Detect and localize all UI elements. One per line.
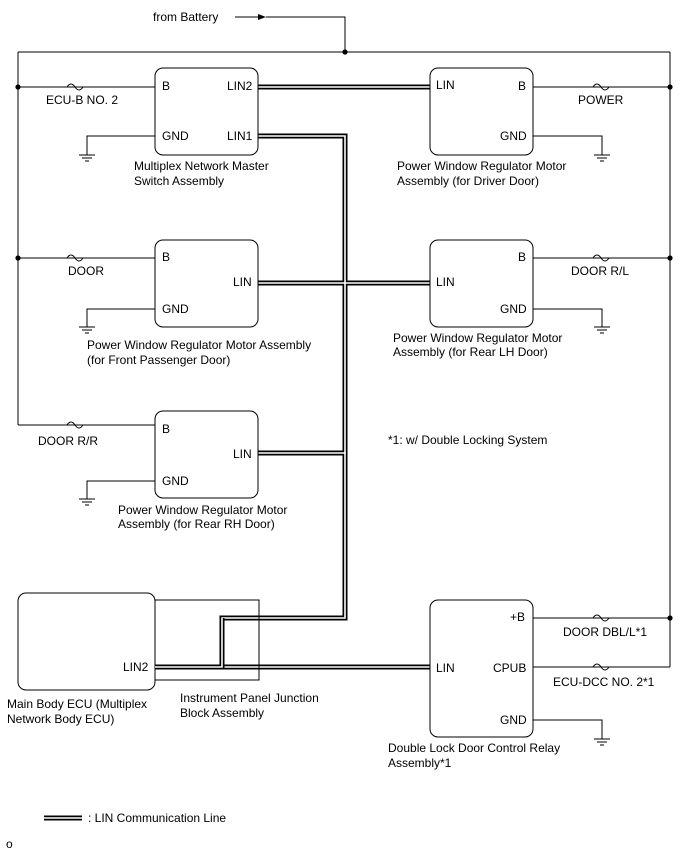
master-gnd-terminal: GND bbox=[162, 129, 189, 143]
front-passenger-motor-box bbox=[154, 239, 259, 328]
rear-lh-gnd-terminal: GND bbox=[500, 302, 527, 316]
rear-rh-lin-terminal: LIN bbox=[233, 447, 252, 461]
rear-rh-gnd-terminal: GND bbox=[162, 474, 189, 488]
fuse-ecub2-icon bbox=[66, 83, 84, 91]
main-body-name-line1: Main Body ECU (Multiplex bbox=[7, 697, 147, 711]
rear-lh-motor-box bbox=[429, 239, 534, 328]
rear-lh-lin-terminal: LIN bbox=[436, 275, 455, 289]
rear-lh-b-terminal: B bbox=[518, 250, 526, 264]
front-passenger-gnd-terminal: GND bbox=[162, 302, 189, 316]
main-body-ecu-box bbox=[17, 592, 156, 691]
junction-name-line2: Block Assembly bbox=[180, 706, 264, 720]
legend-lin-label: : LIN Communication Line bbox=[88, 811, 226, 825]
junction-name-line1: Instrument Panel Junction bbox=[180, 691, 319, 705]
driver-gnd-terminal: GND bbox=[500, 129, 527, 143]
rear-rh-b-terminal: B bbox=[162, 422, 170, 436]
front-passenger-name-line2: (for Front Passenger Door) bbox=[87, 353, 230, 367]
rear-lh-name-line2: Assembly (for Rear LH Door) bbox=[393, 345, 548, 359]
rear-rh-name-line2: Assembly (for Rear RH Door) bbox=[118, 517, 275, 531]
front-passenger-name-line1: Power Window Regulator Motor Assembly bbox=[87, 338, 311, 352]
double-locking-note: *1: w/ Double Locking System bbox=[388, 433, 547, 447]
fuse-door-label: DOOR bbox=[68, 264, 104, 278]
dlcr-lin-terminal: LIN bbox=[436, 661, 455, 675]
rear-lh-name-line1: Power Window Regulator Motor bbox=[393, 331, 562, 345]
footer-code: o bbox=[6, 837, 13, 851]
driver-name-line2: Assembly (for Driver Door) bbox=[397, 174, 539, 188]
fuse-symbols bbox=[66, 83, 610, 671]
fuse-power-label: POWER bbox=[578, 93, 624, 107]
fuse-door-rr-icon bbox=[66, 421, 84, 429]
front-passenger-b-terminal: B bbox=[162, 250, 170, 264]
fuse-door-rl-icon bbox=[592, 254, 610, 262]
master-name-line1: Multiplex Network Master bbox=[134, 159, 269, 173]
fuse-door-rl-label: DOOR R/L bbox=[571, 264, 629, 278]
fuse-door-dbl-label: DOOR DBL/L*1 bbox=[563, 625, 647, 639]
master-switch-box bbox=[154, 67, 259, 156]
driver-b-terminal: B bbox=[518, 79, 526, 93]
fuse-power-icon bbox=[592, 83, 610, 91]
dlcr-name-line1: Double Lock Door Control Relay bbox=[388, 741, 560, 755]
fuse-door-dbl-icon bbox=[592, 614, 610, 622]
master-lin1-terminal: LIN1 bbox=[227, 129, 253, 143]
fuse-door-rr-label: DOOR R/R bbox=[38, 434, 98, 448]
dlcr-b-terminal: +B bbox=[510, 610, 525, 624]
main-body-lin2-terminal: LIN2 bbox=[123, 660, 149, 674]
double-lock-relay-box bbox=[429, 599, 534, 738]
from-battery-label: from Battery bbox=[153, 10, 218, 24]
junction-block-outline bbox=[154, 599, 260, 681]
driver-motor-box bbox=[429, 67, 534, 156]
fuse-ecub2-label: ECU-B NO. 2 bbox=[46, 93, 118, 107]
dlcr-name-line2: Assembly*1 bbox=[388, 756, 452, 770]
rear-rh-motor-box bbox=[154, 410, 259, 499]
driver-lin-terminal: LIN bbox=[436, 78, 455, 92]
fuse-door-icon bbox=[66, 254, 84, 262]
master-lin2-terminal: LIN2 bbox=[227, 79, 253, 93]
fuse-ecu-dcc2-icon bbox=[592, 663, 610, 671]
master-b-terminal: B bbox=[162, 79, 170, 93]
driver-name-line1: Power Window Regulator Motor bbox=[397, 159, 566, 173]
rear-rh-name-line1: Power Window Regulator Motor bbox=[118, 503, 287, 517]
ground-symbols bbox=[79, 135, 610, 746]
fuse-ecu-dcc2-label: ECU-DCC NO. 2*1 bbox=[553, 675, 655, 689]
front-passenger-lin-terminal: LIN bbox=[233, 275, 252, 289]
master-name-line2: Switch Assembly bbox=[134, 174, 224, 188]
dlcr-gnd-terminal: GND bbox=[500, 713, 527, 727]
dlcr-cpub-terminal: CPUB bbox=[493, 661, 526, 675]
main-body-name-line2: Network Body ECU) bbox=[7, 712, 114, 726]
legend: : LIN Communication Line bbox=[44, 811, 226, 825]
